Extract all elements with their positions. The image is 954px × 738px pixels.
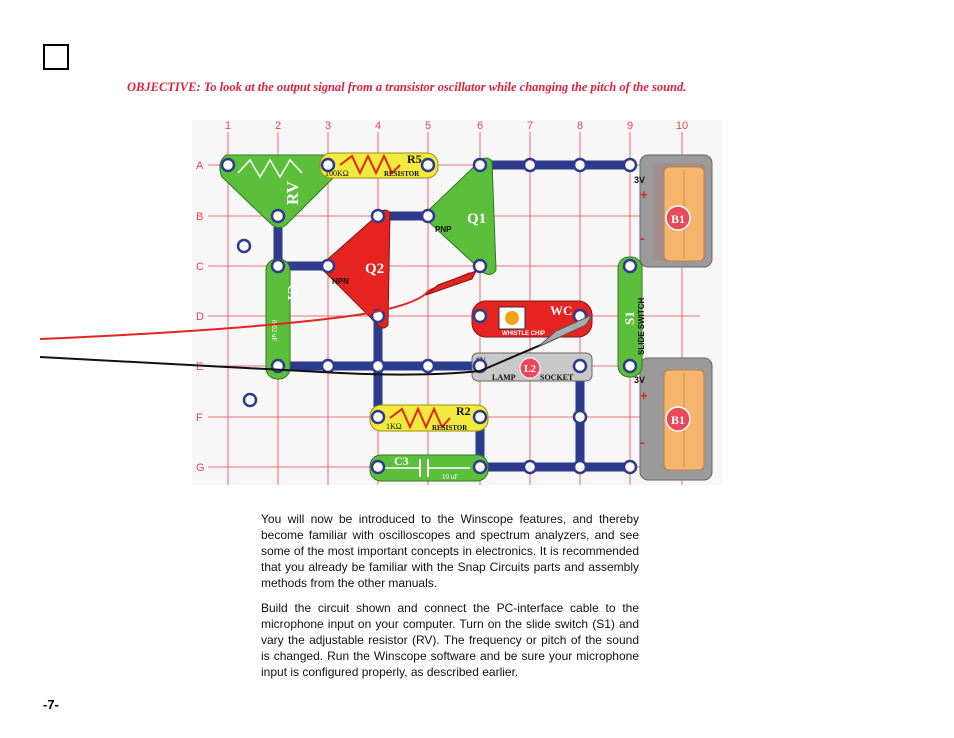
page-number: -7- xyxy=(43,697,59,712)
battery-voltage: 3V xyxy=(634,175,645,185)
r5-name: RESISTOR xyxy=(384,170,420,178)
svg-text:+: + xyxy=(640,388,648,403)
body-text: You will now be introduced to the Winsco… xyxy=(261,511,639,689)
slide-switch-s1: S1 SLIDE SWITCH xyxy=(617,256,646,378)
objective-text: OBJECTIVE: To look at the output signal … xyxy=(127,80,687,94)
r2-name: RESISTOR xyxy=(432,424,468,432)
red-clip xyxy=(425,270,478,296)
q2-type: NPN xyxy=(332,277,349,286)
resistor-r2: R2 1KΩ RESISTOR xyxy=(369,404,489,432)
col-label: 5 xyxy=(425,120,431,132)
transistor-q1: Q1 PNP xyxy=(426,157,497,275)
r5-label: R5 xyxy=(407,152,422,166)
battery-holder-top: B1 3V + - xyxy=(634,154,713,268)
col-label: 1 xyxy=(225,120,231,132)
battery-voltage: 3V xyxy=(634,375,645,385)
battery-holder-bottom: B1 3V + - xyxy=(634,357,713,481)
r5-value: 100KΩ xyxy=(325,169,349,178)
col-label: 8 xyxy=(577,120,583,132)
col-label: 7 xyxy=(527,120,533,132)
circuit-diagram: 1 2 3 4 5 6 7 8 9 10 A B C D E F G xyxy=(39,115,730,495)
row-label: E xyxy=(196,361,203,373)
row-label: F xyxy=(196,412,203,424)
svg-text:-: - xyxy=(640,434,645,450)
q1-type: PNP xyxy=(435,225,452,234)
row-label: B xyxy=(196,211,203,223)
s1-name: SLIDE SWITCH xyxy=(637,297,646,355)
col-label: 2 xyxy=(275,120,281,132)
r2-label: R2 xyxy=(456,404,471,418)
rv-label: RV xyxy=(283,180,302,205)
row-label: A xyxy=(196,160,204,172)
q1-label: Q1 xyxy=(467,211,486,227)
row-label: C xyxy=(196,261,204,273)
c1-value: 0.02 uF xyxy=(270,320,278,342)
column-labels: 1 2 3 4 5 6 7 8 9 10 xyxy=(225,120,688,132)
adjustable-resistor-rv: RV xyxy=(219,154,338,229)
row-label: G xyxy=(196,462,205,474)
battery-label: B1 xyxy=(671,413,685,427)
row-label: D xyxy=(196,311,204,323)
row-labels: A B C D E F G xyxy=(196,160,205,474)
red-probe-cable xyxy=(39,272,471,340)
capacitor-c3: C3 10 uF xyxy=(369,454,489,482)
c1-label: C1 xyxy=(285,285,300,301)
resistor-r5: R5 100KΩ RESISTOR xyxy=(319,152,439,179)
black-clip xyxy=(537,313,594,348)
c3-value: 10 uF xyxy=(442,473,458,481)
capacitor-c1: C1 0.02 uF xyxy=(265,258,300,380)
col-label: 3 xyxy=(325,120,331,132)
paragraph: You will now be introduced to the Winsco… xyxy=(261,512,639,590)
col-label: 6 xyxy=(477,120,483,132)
col-label: 10 xyxy=(676,120,688,132)
l2-name-left: LAMP xyxy=(492,373,516,382)
s1-label: S1 xyxy=(622,311,637,325)
col-label: 4 xyxy=(375,120,381,132)
r2-value: 1KΩ xyxy=(386,422,402,431)
wc-name: WHISTLE CHIP xyxy=(502,331,545,337)
wc-label: WC xyxy=(550,303,572,318)
svg-text:+: + xyxy=(640,187,648,202)
battery-label: B1 xyxy=(671,212,685,226)
q2-label: Q2 xyxy=(365,261,384,277)
l2-name-right: SOCKET xyxy=(540,373,574,382)
checkbox[interactable] xyxy=(43,44,69,70)
svg-text:-: - xyxy=(640,230,645,246)
c3-label: C3 xyxy=(394,454,409,468)
l2-label: L2 xyxy=(524,364,536,375)
black-probe-cable xyxy=(39,340,551,376)
paragraph: Build the circuit shown and connect the … xyxy=(261,601,639,679)
col-label: 9 xyxy=(627,120,633,132)
